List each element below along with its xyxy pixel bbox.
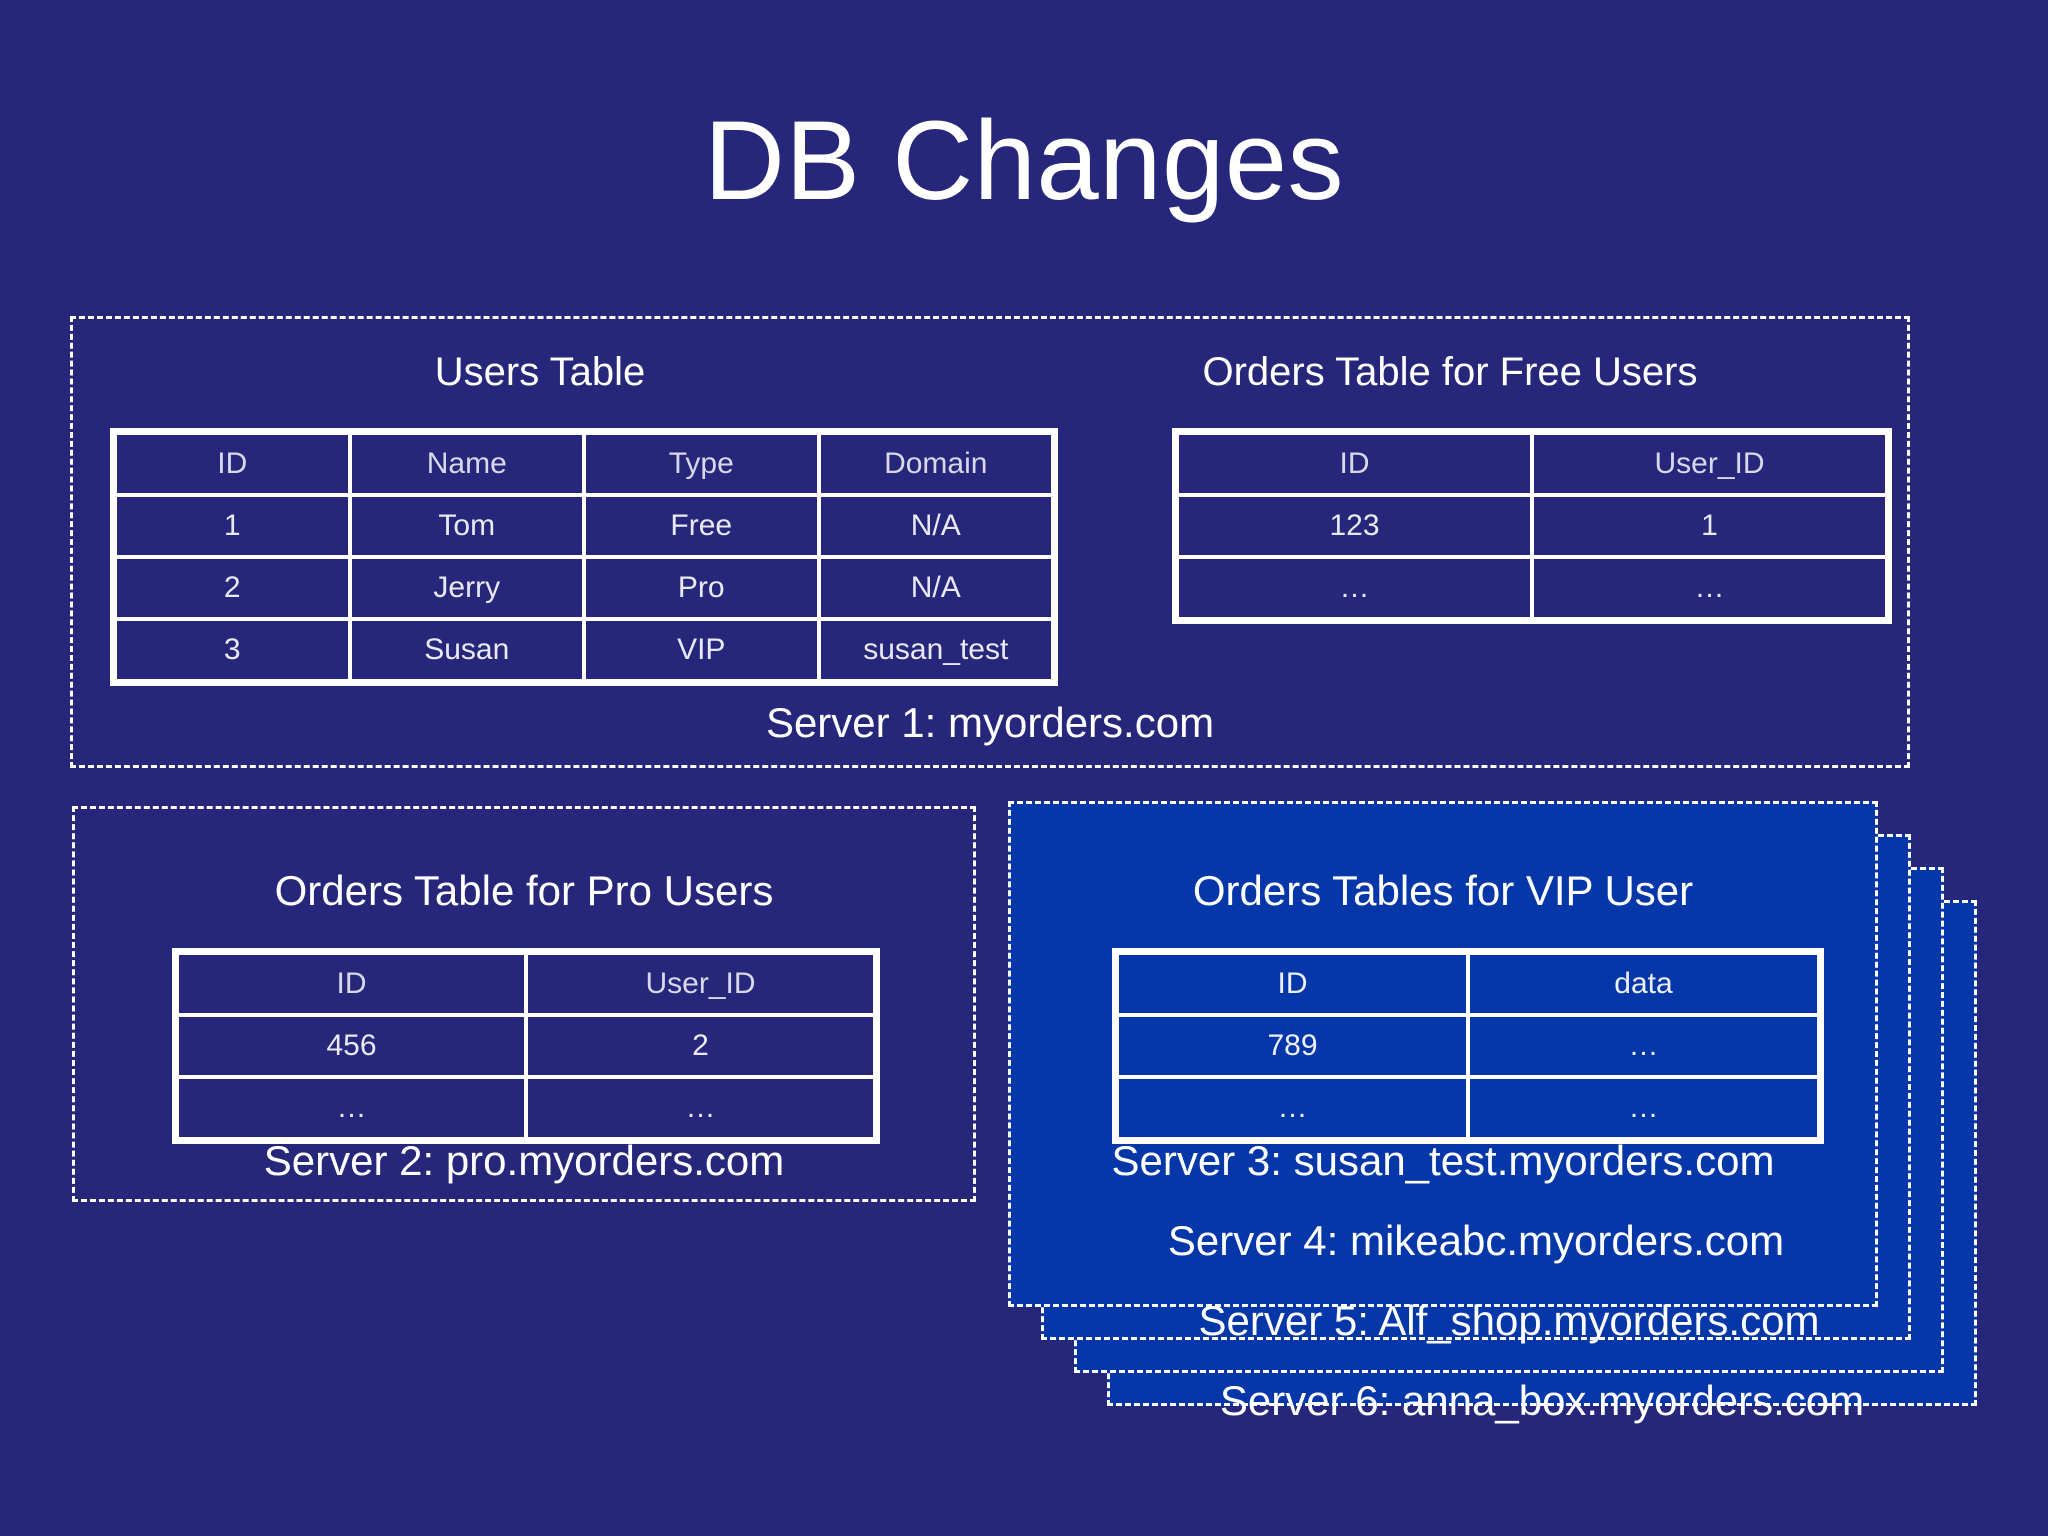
cell-id: 2 — [115, 557, 350, 619]
cell-domain: susan_test — [818, 619, 1053, 681]
pro-orders-table: ID User_ID 456 2 … … — [172, 948, 880, 1144]
vip-orders-table: ID data 789 … … … — [1112, 948, 1824, 1144]
cell-id: 1 — [115, 495, 350, 557]
cell-data: … — [1468, 1015, 1819, 1077]
column-header-domain: Domain — [818, 433, 1053, 495]
table-header-row: ID User_ID — [177, 953, 875, 1015]
table-row: 3 Susan VIP susan_test — [115, 619, 1053, 681]
server-6-label: Server 6: anna_box.myorders.com — [1219, 1377, 1865, 1424]
table-header-row: ID Name Type Domain — [115, 433, 1053, 495]
server-5-label: Server 5: Alf_shop.myorders.com — [1198, 1297, 1820, 1344]
cell-id: 3 — [115, 619, 350, 681]
users-table: ID Name Type Domain 1 Tom Free N/A 2 Jer… — [110, 428, 1058, 686]
cell-type: Free — [584, 495, 819, 557]
table-row: … … — [1177, 557, 1887, 619]
server-4-label: Server 4: mikeabc.myorders.com — [1167, 1217, 1785, 1264]
table-row: … … — [177, 1077, 875, 1139]
page-title: DB Changes — [703, 98, 1345, 223]
column-header-data: data — [1468, 953, 1819, 1015]
cell-user-id: 2 — [526, 1015, 875, 1077]
cell-id: 456 — [177, 1015, 526, 1077]
vip-orders-tables-title: Orders Tables for VIP User — [1192, 867, 1694, 914]
cell-name: Jerry — [349, 557, 584, 619]
cell-id: … — [1117, 1077, 1468, 1139]
table-row: 456 2 — [177, 1015, 875, 1077]
column-header-id: ID — [177, 953, 526, 1015]
vip-server-card-3 — [1008, 801, 1878, 1307]
pro-orders-table-title: Orders Table for Pro Users — [274, 867, 774, 914]
column-header-name: Name — [349, 433, 584, 495]
cell-user-id: 1 — [1532, 495, 1887, 557]
server-2-label: Server 2: pro.myorders.com — [263, 1137, 785, 1184]
table-header-row: ID User_ID — [1177, 433, 1887, 495]
server-2-container — [72, 806, 976, 1202]
cell-domain: N/A — [818, 495, 1053, 557]
column-header-id: ID — [1177, 433, 1532, 495]
users-table-title: Users Table — [434, 350, 646, 394]
table-row: 123 1 — [1177, 495, 1887, 557]
cell-user-id: … — [526, 1077, 875, 1139]
table-row: 1 Tom Free N/A — [115, 495, 1053, 557]
cell-name: Susan — [349, 619, 584, 681]
column-header-user-id: User_ID — [1532, 433, 1887, 495]
cell-user-id: … — [1532, 557, 1887, 619]
cell-type: Pro — [584, 557, 819, 619]
table-row: 2 Jerry Pro N/A — [115, 557, 1053, 619]
cell-id: 123 — [1177, 495, 1532, 557]
cell-data: … — [1468, 1077, 1819, 1139]
cell-type: VIP — [584, 619, 819, 681]
table-row: 789 … — [1117, 1015, 1819, 1077]
cell-id: … — [177, 1077, 526, 1139]
server-3-label: Server 3: susan_test.myorders.com — [1111, 1137, 1775, 1184]
free-orders-table: ID User_ID 123 1 … … — [1172, 428, 1892, 624]
cell-id: 789 — [1117, 1015, 1468, 1077]
table-row: … … — [1117, 1077, 1819, 1139]
column-header-user-id: User_ID — [526, 953, 875, 1015]
column-header-id: ID — [1117, 953, 1468, 1015]
cell-id: … — [1177, 557, 1532, 619]
column-header-id: ID — [115, 433, 350, 495]
table-header-row: ID data — [1117, 953, 1819, 1015]
server-1-label: Server 1: myorders.com — [765, 699, 1215, 746]
server-1-container — [70, 316, 1910, 768]
column-header-type: Type — [584, 433, 819, 495]
cell-domain: N/A — [818, 557, 1053, 619]
free-orders-table-title: Orders Table for Free Users — [1202, 350, 1698, 394]
cell-name: Tom — [349, 495, 584, 557]
